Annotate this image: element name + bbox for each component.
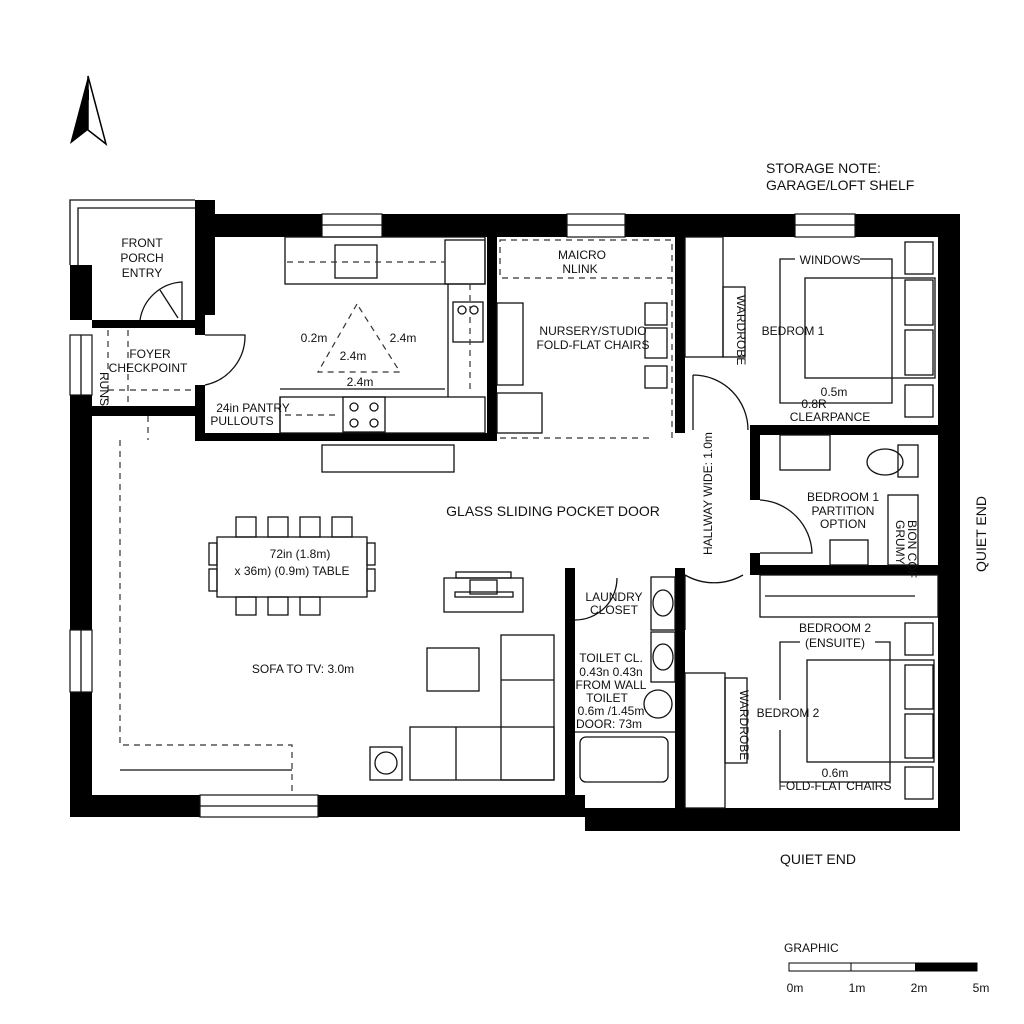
svg-text:0.6m /1.45m: 0.6m /1.45m	[578, 704, 645, 718]
svg-text:FOLD-FLAT CHAIRS: FOLD-FLAT CHAIRS	[779, 779, 892, 793]
svg-text:MAICRO: MAICRO	[558, 248, 606, 262]
svg-text:CLEARPANCE: CLEARPANCE	[790, 410, 870, 424]
svg-text:WARDROBE: WARDROBE	[734, 295, 748, 365]
kitchen: 0.2m 2.4m 2.4m 2.4m 24in PANTRY PULLOUTS	[210, 236, 486, 434]
doors	[139, 281, 813, 630]
living-dining: 72in (1.8m) x 36m) (0.9m) TABLE SOFA TO …	[119, 416, 555, 795]
scale-bar: GRAPHIC 0m 1m 2m 5m	[784, 941, 989, 995]
svg-text:FOYER: FOYER	[129, 347, 171, 361]
svg-text:5m: 5m	[973, 981, 990, 995]
svg-text:LAUNDRY: LAUNDRY	[585, 590, 642, 604]
hallway-label: HALLWAY WIDE: 1.0m	[701, 432, 715, 555]
north-arrow-icon	[70, 75, 108, 146]
svg-text:2m: 2m	[911, 981, 928, 995]
svg-text:PULLOUTS: PULLOUTS	[210, 414, 273, 428]
porch-outline	[69, 199, 195, 265]
svg-text:0.6m: 0.6m	[822, 766, 849, 780]
svg-text:PORCH: PORCH	[120, 251, 163, 265]
bedroom-2: BEDROOM 2 (ENSUITE) BEDROM 2 0.6m FOLD-F…	[684, 574, 939, 809]
glass-door-label: GLASS SLIDING POCKET DOOR	[446, 503, 660, 519]
kitchen-dim-bottom: 2.4m	[347, 375, 374, 389]
svg-text:0.8R: 0.8R	[801, 397, 827, 411]
svg-text:CLOSET: CLOSET	[590, 603, 639, 617]
svg-text:BEDROOM 1: BEDROOM 1	[807, 490, 879, 504]
svg-text:CHECKPOINT: CHECKPOINT	[109, 361, 188, 375]
svg-text:BION COF: BION COF	[905, 520, 919, 578]
svg-text:WINDOWS: WINDOWS	[800, 253, 861, 267]
svg-text:DOOR: 73m: DOOR: 73m	[576, 717, 642, 731]
svg-text:NLINK: NLINK	[562, 262, 597, 276]
svg-text:OPTION: OPTION	[820, 517, 866, 531]
quiet-end-bottom: QUIET END	[780, 851, 856, 867]
svg-text:BEDROOM 2: BEDROOM 2	[799, 621, 871, 635]
svg-text:BEDROM 1: BEDROM 1	[762, 324, 825, 338]
table-label: 72in (1.8m)	[270, 547, 331, 561]
svg-text:0m: 0m	[787, 981, 804, 995]
svg-text:0.5m: 0.5m	[821, 385, 848, 399]
svg-text:ENTRY: ENTRY	[122, 266, 162, 280]
svg-text:FOLD-FLAT CHAIRS: FOLD-FLAT CHAIRS	[537, 338, 650, 352]
svg-text:FRONT: FRONT	[121, 236, 163, 250]
quiet-end-side: QUIET END	[973, 496, 989, 572]
storage-note-2: GARAGE/LOFT SHELF	[766, 177, 914, 193]
svg-text:(ENSUITE): (ENSUITE)	[805, 636, 865, 650]
bedroom-1-bath: BEDROOM 1 PARTITION OPTION GRUMY BION CO…	[779, 434, 919, 578]
windows	[69, 213, 856, 818]
storage-note: STORAGE NOTE:	[766, 160, 881, 176]
svg-text:NURSERY/STUDIO: NURSERY/STUDIO	[539, 324, 646, 338]
svg-text:WARDROBE: WARDROBE	[737, 690, 751, 760]
svg-text:BEDROM 2: BEDROM 2	[757, 706, 820, 720]
svg-text:RUNS: RUNS	[97, 372, 111, 406]
sofa-label: SOFA TO TV: 3.0m	[252, 662, 354, 676]
bedroom-1: WINDOWS BEDROM 1 0.5m 0.8R CLEARPANCE WA…	[684, 236, 936, 424]
nursery: MAICRO NLINK NURSERY/STUDIO FOLD-FLAT CH…	[496, 239, 673, 439]
svg-text:TOILET: TOILET	[586, 691, 628, 705]
svg-text:1m: 1m	[849, 981, 866, 995]
walls	[70, 200, 960, 831]
svg-text:GRAPHIC: GRAPHIC	[784, 941, 839, 955]
laundry-toilet: LAUNDRY CLOSET TOILET CL. 0.43n 0.43n FR…	[575, 576, 676, 783]
svg-text:FROM WALL: FROM WALL	[576, 678, 647, 692]
kitchen-dim-right: 2.4m	[390, 331, 417, 345]
svg-text:GRUMY: GRUMY	[893, 520, 907, 565]
porch-label: FRONT PORCH ENTRY	[120, 236, 163, 280]
svg-text:24in PANTRY: 24in PANTRY	[216, 401, 290, 415]
svg-text:PARTITION: PARTITION	[812, 504, 875, 518]
kitchen-dim-left: 0.2m	[301, 331, 328, 345]
svg-text:TOILET CL.: TOILET CL.	[579, 651, 643, 665]
svg-text:0.43n 0.43n: 0.43n 0.43n	[579, 665, 642, 679]
foyer-label: FOYER CHECKPOINT RUNS	[97, 330, 195, 406]
svg-text:x 36m) (0.9m) TABLE: x 36m) (0.9m) TABLE	[235, 564, 350, 578]
kitchen-dim-inner: 2.4m	[340, 349, 367, 363]
